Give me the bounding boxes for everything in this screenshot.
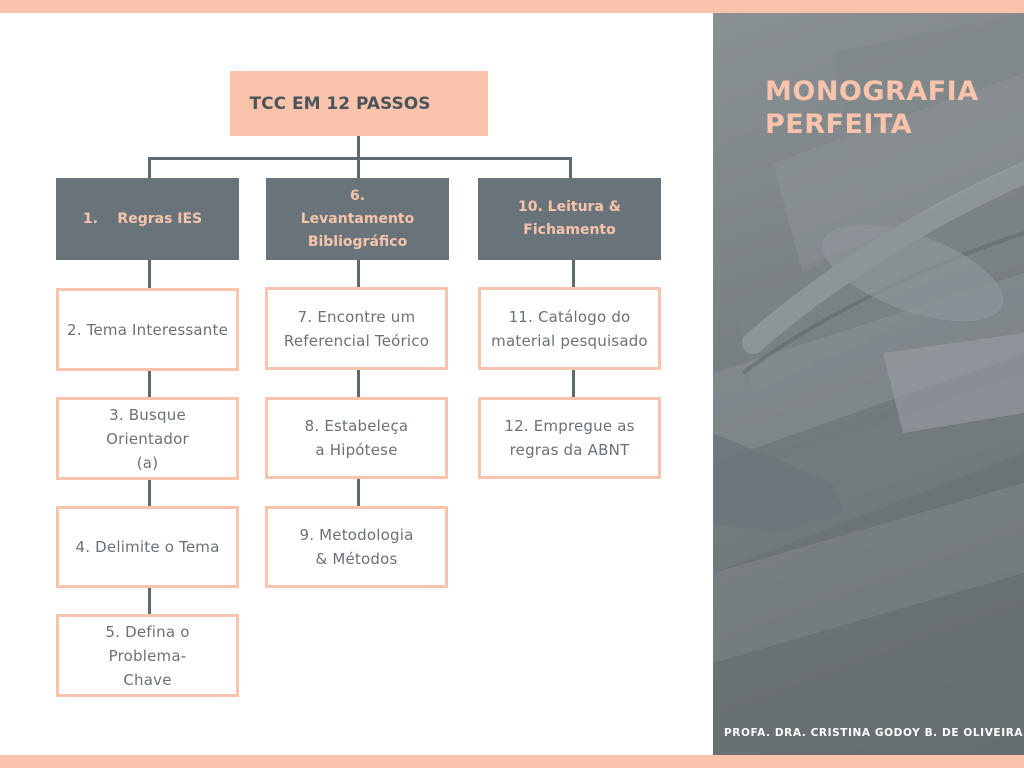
step-node: 4. Delimite o Tema xyxy=(56,506,239,588)
column-header-3-label: 10. Leitura & Fichamento xyxy=(518,199,621,238)
step-label: 9. Metodologia & Métodos xyxy=(299,526,414,568)
column-header-3: 10. Leitura & Fichamento xyxy=(478,178,661,260)
connector xyxy=(148,479,151,508)
step-node: 3. Busque Orientador (a) xyxy=(56,397,239,480)
connector xyxy=(357,479,360,508)
column-header-2: 6. Levantamento Bibliográfico xyxy=(266,178,449,260)
connector xyxy=(148,370,151,399)
connector-col2-drop xyxy=(357,157,360,179)
step-node: 9. Metodologia & Métodos xyxy=(265,506,448,588)
connector-root xyxy=(357,136,360,159)
step-node: 11. Catálogo do material pesquisado xyxy=(478,287,661,370)
step-node: 2. Tema Interessante xyxy=(56,288,239,371)
connector xyxy=(148,260,151,289)
connector-col3-drop xyxy=(569,157,572,179)
column-header-1-label: 1. Regras IES xyxy=(82,210,203,227)
step-label: 8. Estabeleça a Hipótese xyxy=(304,417,409,459)
step-node: 12. Empregue as regras da ABNT xyxy=(478,397,661,479)
bottom-accent-band xyxy=(0,755,1024,768)
diagram-title: TCC EM 12 PASSOS xyxy=(249,93,431,114)
column-header-1: 1. Regras IES xyxy=(56,178,239,260)
author-credit: PROFA. DRA. CRISTINA GODOY B. DE OLIVEIR… xyxy=(724,727,1024,739)
step-label: 12. Empregue as regras da ABNT xyxy=(504,417,635,459)
column-header-2-label: 6. Levantamento Bibliográfico xyxy=(300,187,415,250)
side-panel: MONOGRAFIA PERFEITA PROFA. DRA. CRISTINA… xyxy=(713,13,1024,755)
top-accent-band xyxy=(0,0,1024,13)
side-panel-title: MONOGRAFIA PERFEITA xyxy=(765,76,979,140)
step-label: 2. Tema Interessante xyxy=(66,320,229,339)
step-node: 8. Estabeleça a Hipótese xyxy=(265,397,448,479)
step-label: 4. Delimite o Tema xyxy=(75,538,220,556)
step-node: 7. Encontre um Referencial Teórico xyxy=(265,287,448,370)
step-label: 11. Catálogo do material pesquisado xyxy=(491,307,648,350)
connector xyxy=(572,260,575,289)
connector xyxy=(572,368,575,399)
step-node: 5. Defina o Problema-Chave xyxy=(56,614,239,697)
connector-col1-drop xyxy=(148,157,151,179)
connector-horizontal xyxy=(148,157,572,160)
connector xyxy=(148,587,151,616)
step-label: 7. Encontre um Referencial Teórico xyxy=(283,307,430,350)
step-label: 3. Busque Orientador (a) xyxy=(106,405,189,472)
connector xyxy=(357,370,360,399)
step-label: 5. Defina o Problema-Chave xyxy=(105,622,190,689)
stairs-background-image xyxy=(713,13,1024,755)
diagram-title-box: TCC EM 12 PASSOS xyxy=(230,71,488,136)
connector xyxy=(357,260,360,289)
